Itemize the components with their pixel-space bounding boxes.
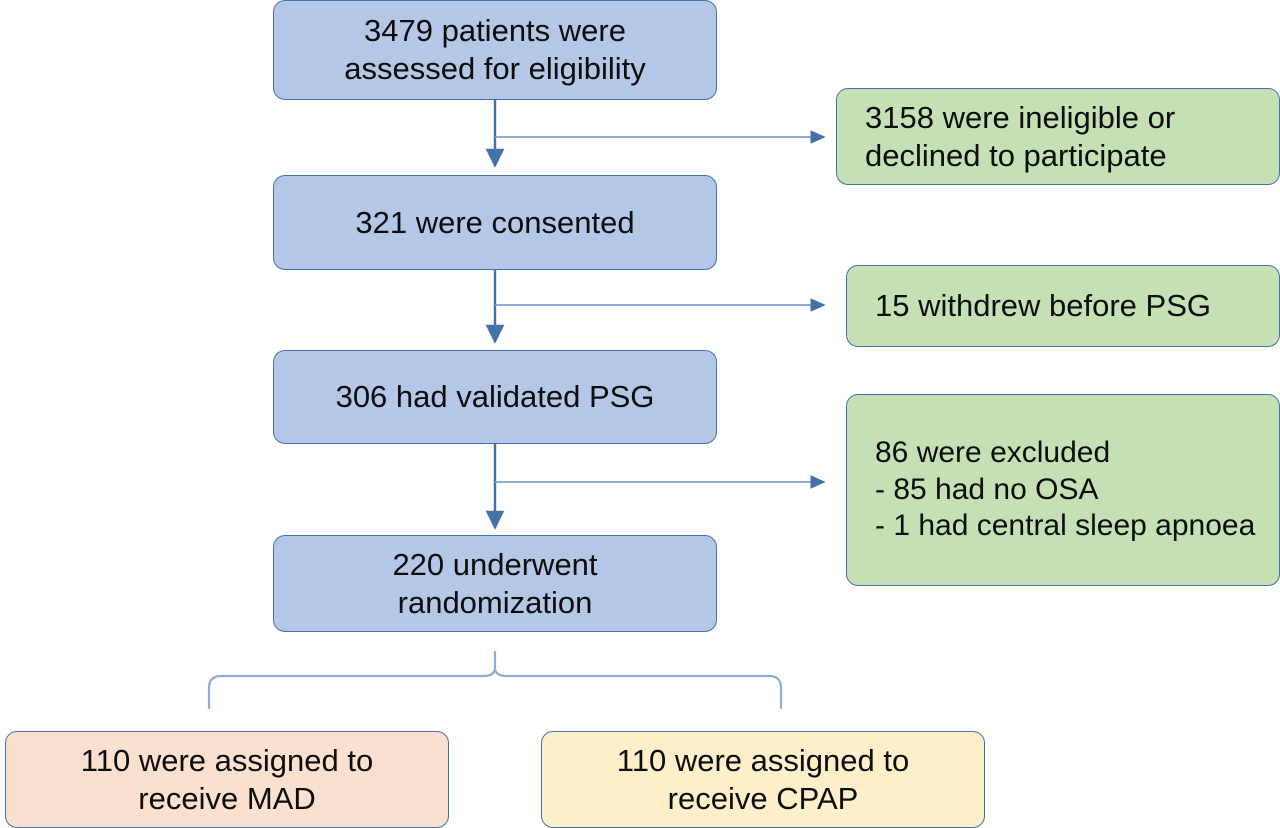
node-consented-label: 321 were consented [355,204,635,240]
randomization-split-brace [207,650,783,710]
node-assigned-cpap[interactable]: 110 were assigned to receive CPAP [541,731,985,828]
node-assigned-cpap-label: 110 were assigned to receive CPAP [616,742,910,816]
node-excluded[interactable]: 86 were excluded - 85 had no OSA - 1 had… [846,394,1280,586]
node-assigned-mad[interactable]: 110 were assigned to receive MAD [5,731,449,828]
node-underwent-randomization-label: 220 underwent randomization [392,546,598,620]
node-validated-psg-label: 306 had validated PSG [335,379,655,415]
node-assessed-for-eligibility[interactable]: 3479 patients were assessed for eligibil… [273,0,717,100]
node-excluded-label: 86 were excluded - 85 had no OSA - 1 had… [875,436,1256,543]
node-assigned-mad-label: 110 were assigned to receive MAD [80,742,374,816]
node-ineligible-or-declined[interactable]: 3158 were ineligible or declined to part… [836,88,1280,185]
node-withdrew-before-psg[interactable]: 15 withdrew before PSG [846,265,1280,347]
node-assessed-for-eligibility-label: 3479 patients were assessed for eligibil… [344,13,646,86]
node-withdrew-before-psg-label: 15 withdrew before PSG [875,288,1212,324]
node-ineligible-or-declined-label: 3158 were ineligible or declined to part… [865,99,1176,173]
node-consented[interactable]: 321 were consented [273,175,717,270]
node-validated-psg[interactable]: 306 had validated PSG [273,350,717,444]
node-underwent-randomization[interactable]: 220 underwent randomization [273,535,717,632]
